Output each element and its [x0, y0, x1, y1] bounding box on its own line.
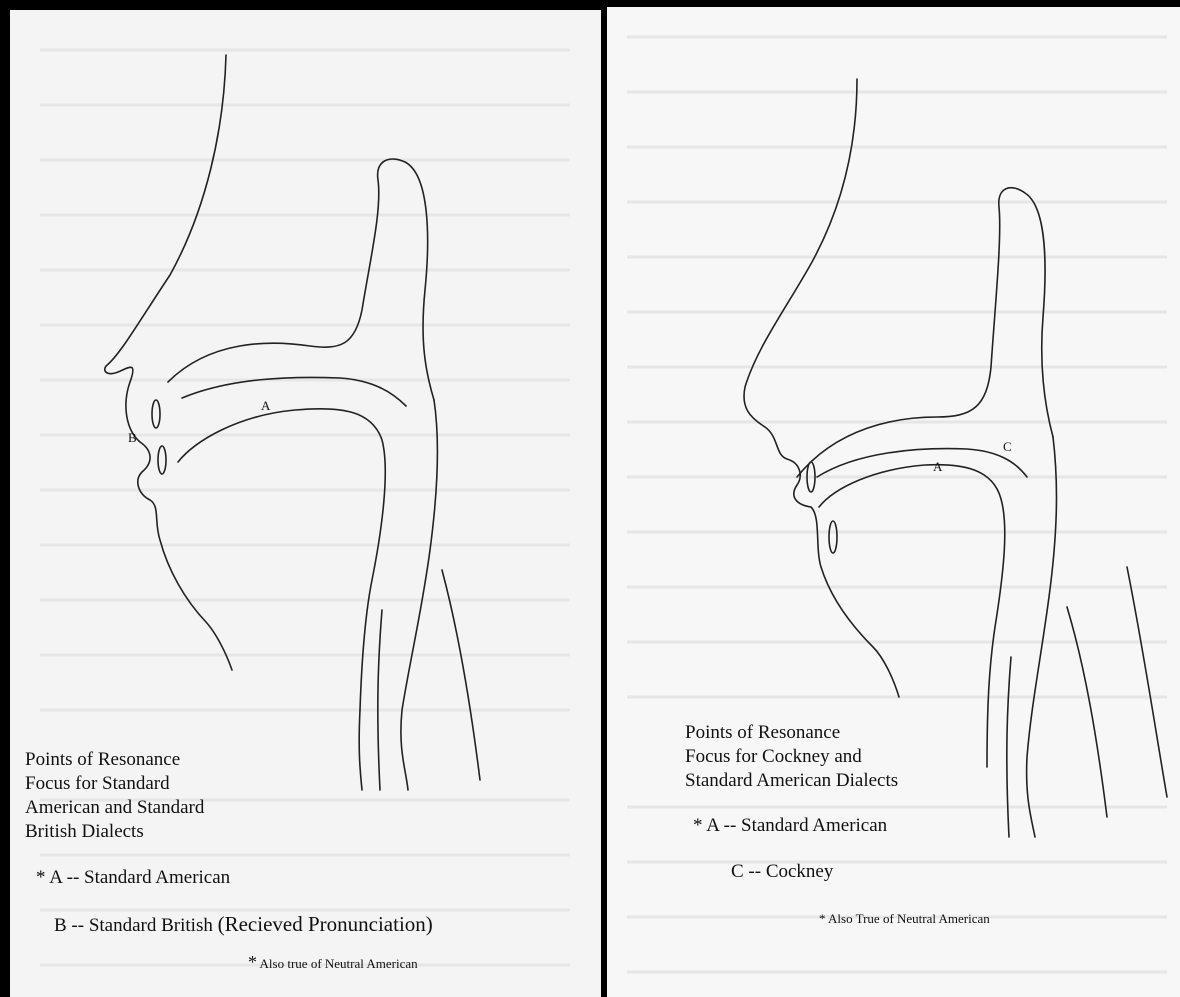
esophagus: [442, 570, 480, 780]
larynx-front: [359, 710, 362, 790]
spine-line: [1127, 567, 1167, 797]
diagram-marker-c: C: [1003, 439, 1012, 454]
caption-line: Points of Resonance: [685, 721, 898, 745]
caption-line: Focus for Standard: [25, 772, 204, 796]
caption-line: Points of Resonance: [25, 748, 204, 772]
footnote-left: * Also true of Neutral American: [248, 952, 418, 973]
trachea: [378, 610, 382, 790]
caption-line: Focus for Cockney and: [685, 745, 898, 769]
caption-line: Standard American Dialects: [685, 769, 898, 793]
pharynx-back-wall: [401, 400, 438, 790]
vocal-tract-diagram-right: A C: [607, 7, 1180, 997]
diagram-marker-a: A: [261, 398, 271, 413]
footnote-text: Also true of Neutral American: [260, 956, 418, 971]
caption-left: Points of Resonance Focus for Standard A…: [25, 748, 204, 844]
left-page: A B Points of Resonance Focus for Standa…: [10, 10, 601, 997]
caption-line: British Dialects: [25, 820, 204, 844]
lower-lip-marker: [158, 446, 166, 474]
trachea: [1007, 657, 1011, 837]
face-profile-outline: [744, 79, 899, 697]
caption-right: Points of Resonance Focus for Cockney an…: [685, 721, 898, 793]
legend-item-a: * A -- Standard American: [36, 867, 230, 889]
palate-arch: [797, 188, 1053, 477]
vocal-tract-diagram-left: A B: [10, 10, 601, 997]
diagram-marker-a: A: [933, 459, 943, 474]
legend-item-c: C -- Cockney: [731, 861, 833, 883]
tongue: [178, 409, 385, 710]
upper-lip-marker: [807, 462, 815, 492]
legend-item-b-prefix: B -- Standard British: [54, 915, 213, 936]
diagram-marker-b: B: [128, 430, 137, 445]
legend-item-a: * A -- Standard American: [693, 815, 887, 837]
face-profile-outline: [105, 55, 232, 670]
legend-item-b: B -- Standard British (Recieved Pronunci…: [54, 912, 433, 937]
upper-lip-marker: [152, 400, 160, 428]
right-page: A C Points of Resonance Focus for Cockne…: [607, 7, 1180, 997]
footnote-right: * Also True of Neutral American: [819, 911, 990, 927]
legend-item-b-suffix: (Recieved Pronunciation): [218, 912, 433, 936]
footnote-star: *: [248, 952, 257, 972]
esophagus: [1067, 607, 1107, 817]
hard-palate: [817, 449, 1027, 477]
palate-arch: [168, 159, 434, 400]
lower-lip-marker: [829, 521, 837, 553]
caption-line: American and Standard: [25, 796, 204, 820]
hard-palate: [182, 377, 406, 406]
pharynx-back-wall: [1027, 437, 1057, 837]
